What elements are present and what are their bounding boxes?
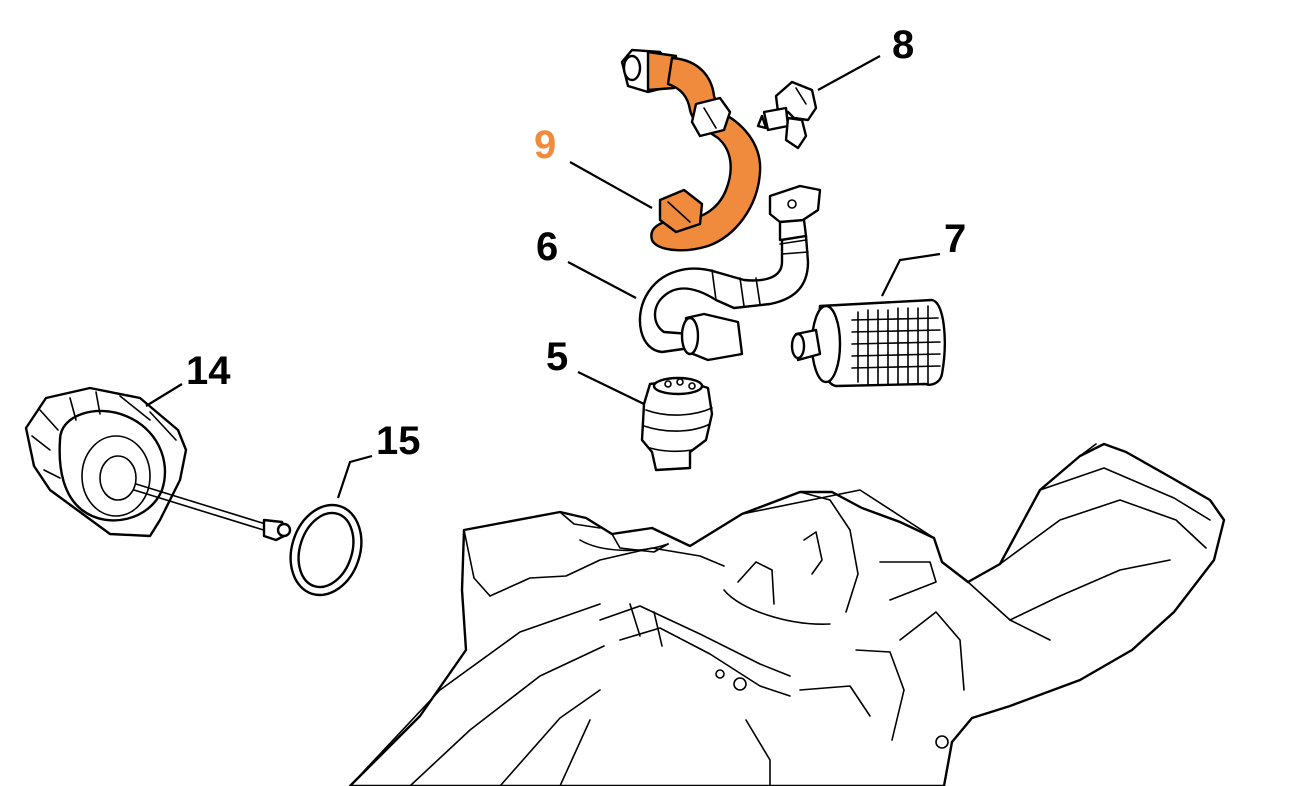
leader-9 (569, 161, 653, 209)
leader-15 (336, 454, 373, 499)
leader-6 (567, 261, 637, 299)
leader-lines (145, 55, 941, 499)
callout-8: 8 (892, 23, 914, 67)
leader-14 (145, 383, 183, 407)
callout-9: 9 (534, 123, 556, 167)
part-8-elbow-fitting[interactable] (756, 80, 818, 150)
leader-7 (881, 252, 941, 297)
callout-14: 14 (186, 349, 231, 393)
part-15-o-ring[interactable] (279, 496, 372, 605)
part-14-cap-assembly[interactable] (24, 386, 292, 542)
leader-5 (577, 371, 645, 405)
leader-8 (817, 55, 881, 91)
callout-5: 5 (546, 335, 568, 379)
callout-labels: 9 8 6 7 5 14 15 (186, 23, 966, 463)
part-5-valve[interactable] (640, 376, 714, 472)
callout-6: 6 (536, 225, 558, 269)
callout-7: 7 (944, 217, 966, 261)
tank-housing (348, 442, 1226, 786)
part-6-pickup-hose[interactable] (638, 184, 822, 362)
part-9-fuel-hose[interactable] (620, 48, 762, 252)
part-7-fuel-filter[interactable] (790, 298, 946, 388)
callout-15: 15 (376, 419, 421, 463)
